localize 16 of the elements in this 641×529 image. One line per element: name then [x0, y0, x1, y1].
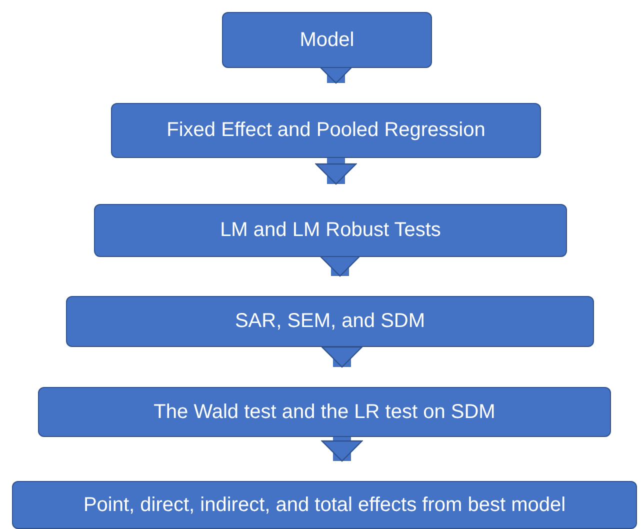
- box-label: Point, direct, indirect, and total effects from best model: [83, 494, 566, 516]
- process-box: [222, 12, 432, 68]
- process-box: [94, 204, 567, 257]
- process-box: [12, 481, 637, 529]
- box-label: LM and LM Robust Tests: [220, 219, 441, 242]
- arrow: [315, 158, 357, 185]
- arrow: [321, 346, 363, 368]
- box-label: Model: [300, 28, 354, 52]
- process-box: [66, 296, 594, 347]
- process-box: [111, 103, 541, 158]
- process-box: [38, 387, 611, 437]
- box-label: SAR, SEM, and SDM: [234, 310, 426, 333]
- box-label: Fixed Effect and Pooled Regression: [166, 119, 486, 142]
- box-label: The Wald test and the LR test on SDM: [154, 400, 496, 424]
- arrow: [321, 437, 363, 462]
- arrow: [319, 255, 361, 277]
